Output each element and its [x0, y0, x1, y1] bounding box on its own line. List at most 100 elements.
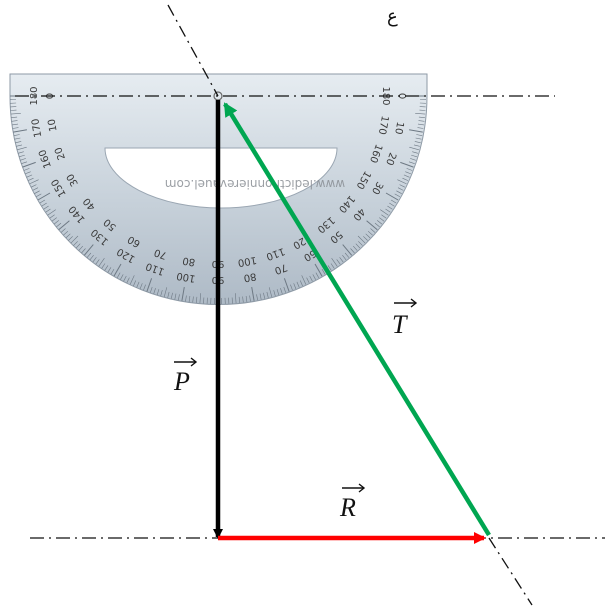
protractor-tick	[397, 179, 407, 185]
protractor-scale-label: 100	[176, 270, 197, 284]
protractor-ticks	[9, 95, 427, 305]
protractor-tick	[377, 220, 383, 225]
protractor-tick	[110, 268, 115, 275]
protractor-tick	[309, 275, 313, 282]
protractor-tick	[314, 263, 323, 277]
vector-p: P	[173, 100, 223, 539]
protractor-tick	[19, 154, 25, 158]
protractor-tick	[397, 187, 404, 191]
protractor-tick	[14, 137, 21, 140]
protractor-tick	[10, 113, 21, 115]
protractor-tick	[92, 257, 97, 263]
protractor-tick	[293, 283, 297, 290]
protractor-tick	[296, 281, 300, 288]
protractor-tick	[13, 129, 27, 133]
protractor-tick	[380, 209, 389, 216]
protractor-tick	[129, 275, 135, 285]
protractor-tick	[86, 252, 92, 258]
protractor-tick	[133, 280, 137, 287]
protractor-tick	[381, 214, 387, 219]
vector-t-label: T	[392, 310, 408, 339]
protractor-tick	[192, 296, 194, 303]
protractor-tick	[73, 241, 78, 246]
protractor-tick	[238, 296, 240, 303]
protractor-tick	[11, 120, 18, 122]
protractor-tick	[301, 275, 307, 285]
protractor-tick	[156, 289, 160, 295]
top-caption: ع	[387, 6, 398, 27]
protractor-tick	[276, 289, 280, 295]
protractor-tick	[245, 295, 248, 303]
protractor-tick	[22, 161, 36, 168]
protractor-tick	[47, 209, 56, 216]
protractor-tick	[365, 233, 371, 239]
vector-t-arrow	[223, 102, 491, 537]
protractor-tick	[123, 275, 127, 282]
protractor-tick	[357, 235, 366, 244]
protractor-tick	[78, 245, 84, 251]
protractor-tick	[160, 290, 163, 296]
protractor-tick	[163, 287, 168, 297]
protractor-scale-label: 100	[237, 254, 258, 268]
protractor-tick	[342, 244, 353, 256]
protractor-tick	[30, 184, 37, 188]
protractor-tick	[336, 259, 341, 265]
protractor-tick	[342, 255, 347, 261]
protractor-tick	[181, 287, 185, 301]
protractor-tick	[417, 127, 424, 129]
protractor-tick	[350, 248, 355, 254]
protractor-scale-label: 0	[396, 93, 407, 99]
vector-r-label: R	[339, 493, 356, 522]
protractor-tick	[374, 222, 380, 228]
protractor-tick	[39, 199, 46, 204]
protractor-tick	[136, 281, 140, 288]
protractor-tick	[385, 192, 399, 201]
protractor-tick	[170, 292, 173, 299]
protractor-tick	[235, 293, 237, 304]
protractor-tick	[113, 263, 122, 277]
protractor-scale-label: 20	[53, 145, 68, 161]
protractor-scale-label: 80	[243, 270, 257, 283]
protractor-tick	[17, 146, 27, 151]
protractor-tick	[379, 217, 385, 222]
protractor-tick	[60, 228, 66, 233]
protractor-tick	[81, 248, 86, 254]
protractor-tick	[415, 137, 422, 140]
protractor-tick	[104, 265, 109, 271]
protractor-tick	[409, 146, 419, 151]
protractor-tick	[399, 184, 406, 188]
protractor-tick	[396, 190, 402, 194]
protractor-tick	[178, 294, 180, 301]
protractor-tick	[116, 272, 121, 279]
protractor-tick	[321, 268, 326, 275]
protractor-tick	[70, 235, 79, 244]
protractor-tick	[37, 192, 51, 201]
protractor-tick	[68, 236, 73, 241]
protractor-tick	[11, 116, 18, 118]
vector-p-label: P	[173, 367, 190, 396]
protractor-tick	[21, 161, 28, 164]
protractor-tick	[363, 236, 368, 241]
protractor-tick	[415, 113, 426, 115]
protractor-tick	[29, 179, 39, 185]
protractor-tick	[402, 177, 409, 181]
protractor-tick	[153, 288, 156, 294]
vector-r-overarrow-head	[358, 483, 366, 493]
protractor-tick	[299, 280, 303, 287]
protractor-scale-label: 10	[392, 121, 405, 135]
protractor-tick	[242, 296, 244, 303]
protractor-tick	[418, 116, 425, 118]
protractor-tick	[26, 174, 33, 178]
protractor-tick	[259, 293, 262, 300]
protractor-tick	[139, 283, 143, 290]
protractor-tick	[413, 144, 420, 147]
protractor-tick	[367, 230, 373, 236]
protractor-tick	[56, 222, 62, 228]
protractor-watermark: www.ledicthonnierevauel.com	[165, 177, 345, 191]
protractor-tick	[410, 158, 416, 161]
protractor-tick	[366, 220, 378, 231]
protractor-tick	[150, 286, 153, 293]
protractor-tick	[13, 134, 20, 136]
protractor-tick	[16, 144, 23, 147]
